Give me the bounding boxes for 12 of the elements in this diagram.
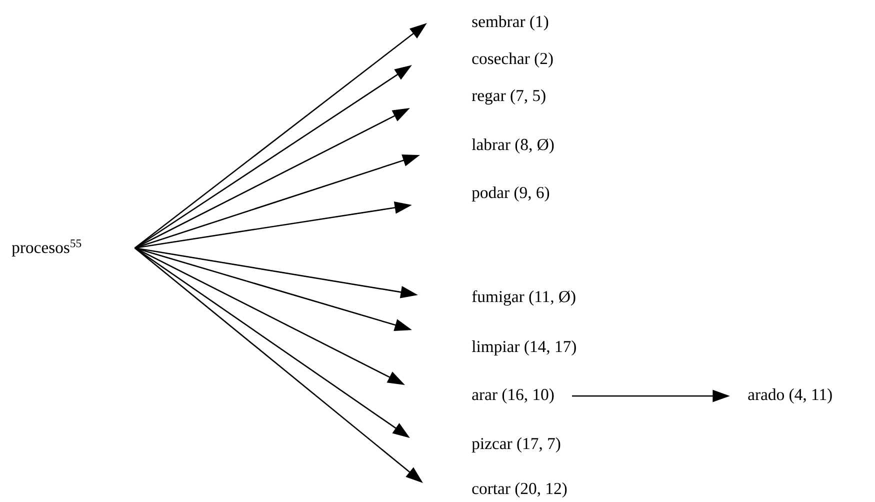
term-label: pizcar (17, 7)	[472, 437, 560, 453]
term-label: podar (9, 6)	[472, 186, 550, 202]
term-label: procesos$^{55}$	[12, 240, 82, 256]
term-label: fumigar (11, Ø)	[472, 290, 576, 306]
term-label: regar (7, 5)	[472, 89, 546, 105]
term-label: sembrar (1)	[472, 15, 548, 31]
term-label: labrar (8, Ø)	[472, 138, 554, 154]
term-label: cortar (20, 12)	[472, 482, 567, 498]
term-label: arado (4, 11)	[748, 388, 832, 404]
term-label: cosechar (2)	[472, 52, 553, 68]
term-label: arar (16, 10)	[472, 388, 554, 404]
term-label: limpiar (14, 17)	[472, 340, 576, 356]
